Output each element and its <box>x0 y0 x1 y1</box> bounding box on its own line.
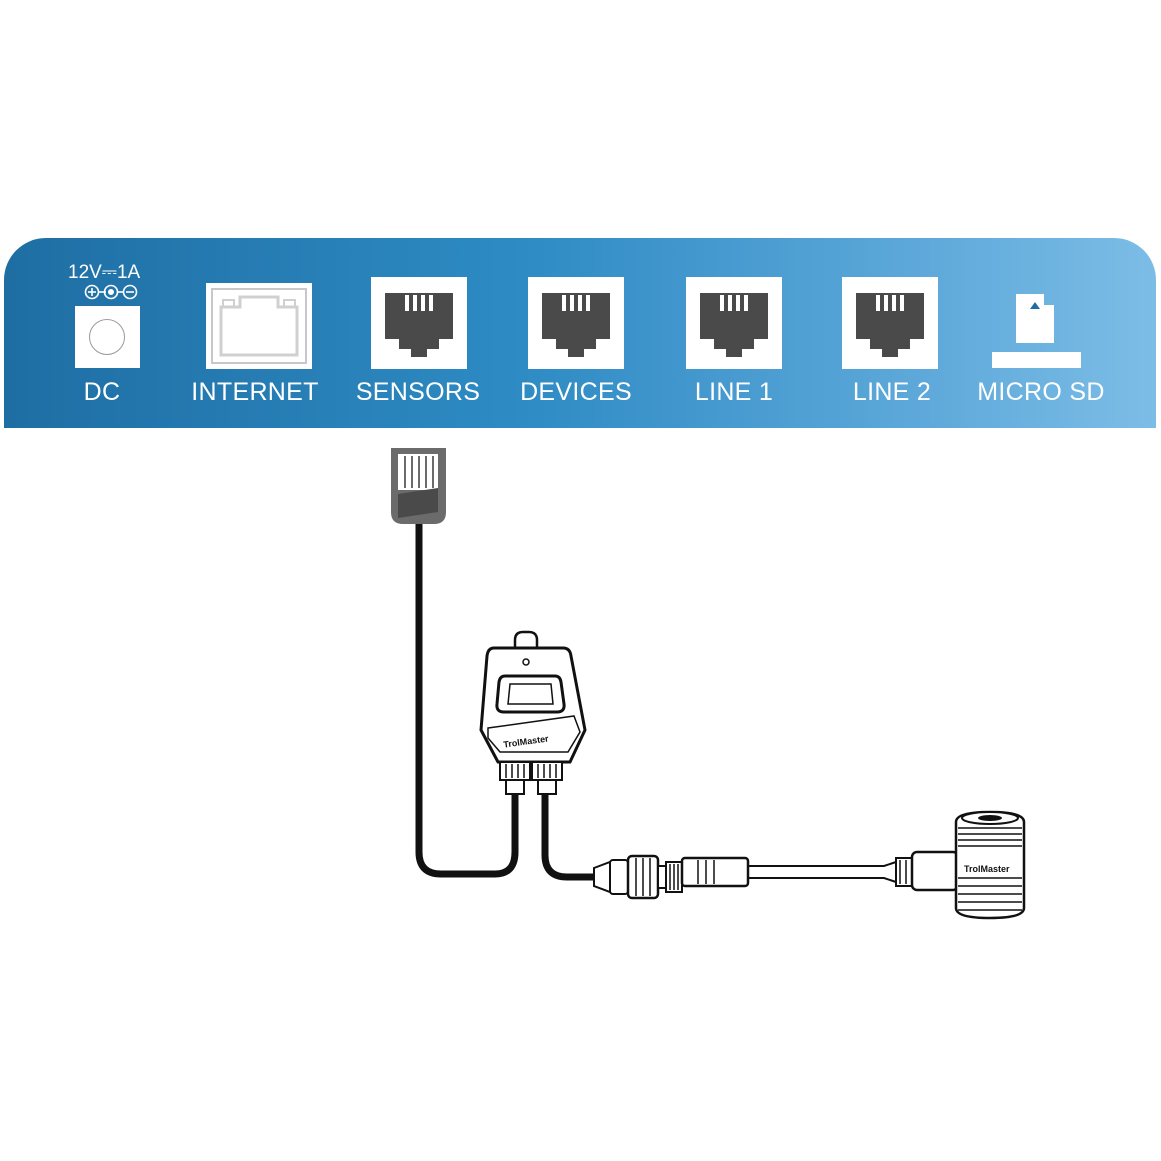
line1-port[interactable] <box>686 277 782 369</box>
sensor-probe-icon: TrolMaster <box>895 810 1026 920</box>
port-label-sensors: SENSORS <box>355 378 481 406</box>
cable-to-hub <box>415 524 519 878</box>
dc-power-jack[interactable] <box>75 306 140 368</box>
rj-plug-icon <box>391 448 446 524</box>
internet-port[interactable] <box>206 283 312 369</box>
rj-jack-icon <box>700 293 768 357</box>
micro-sd-card-icon <box>1016 294 1054 343</box>
sensor-brand-logo: TrolMaster <box>964 864 1010 874</box>
port-label-dc: DC <box>83 378 121 406</box>
cable-to-sensor <box>541 790 596 881</box>
micro-sd-slot[interactable] <box>992 352 1081 368</box>
cable-connector-icon <box>593 854 750 900</box>
port-label-devices: DEVICES <box>520 378 632 406</box>
port-label-internet: INTERNET <box>191 378 319 406</box>
ethernet-port-icon <box>211 288 307 364</box>
rj-jack-icon <box>542 293 610 357</box>
polarity-symbol-icon <box>84 284 138 300</box>
splitter-hub-icon: TrolMaster <box>479 630 587 795</box>
rj-jack-icon <box>385 293 453 357</box>
devices-port[interactable] <box>528 277 624 369</box>
line2-port[interactable] <box>842 277 938 369</box>
power-spec-label: 12V⎓1A <box>68 262 141 283</box>
dc-socket-hole <box>89 319 125 355</box>
port-label-line1: LINE 1 <box>694 378 774 406</box>
sensors-port[interactable] <box>371 277 467 369</box>
port-label-microsd: MICRO SD <box>977 378 1105 406</box>
port-label-line2: LINE 2 <box>852 378 932 406</box>
rj-jack-icon <box>856 293 924 357</box>
